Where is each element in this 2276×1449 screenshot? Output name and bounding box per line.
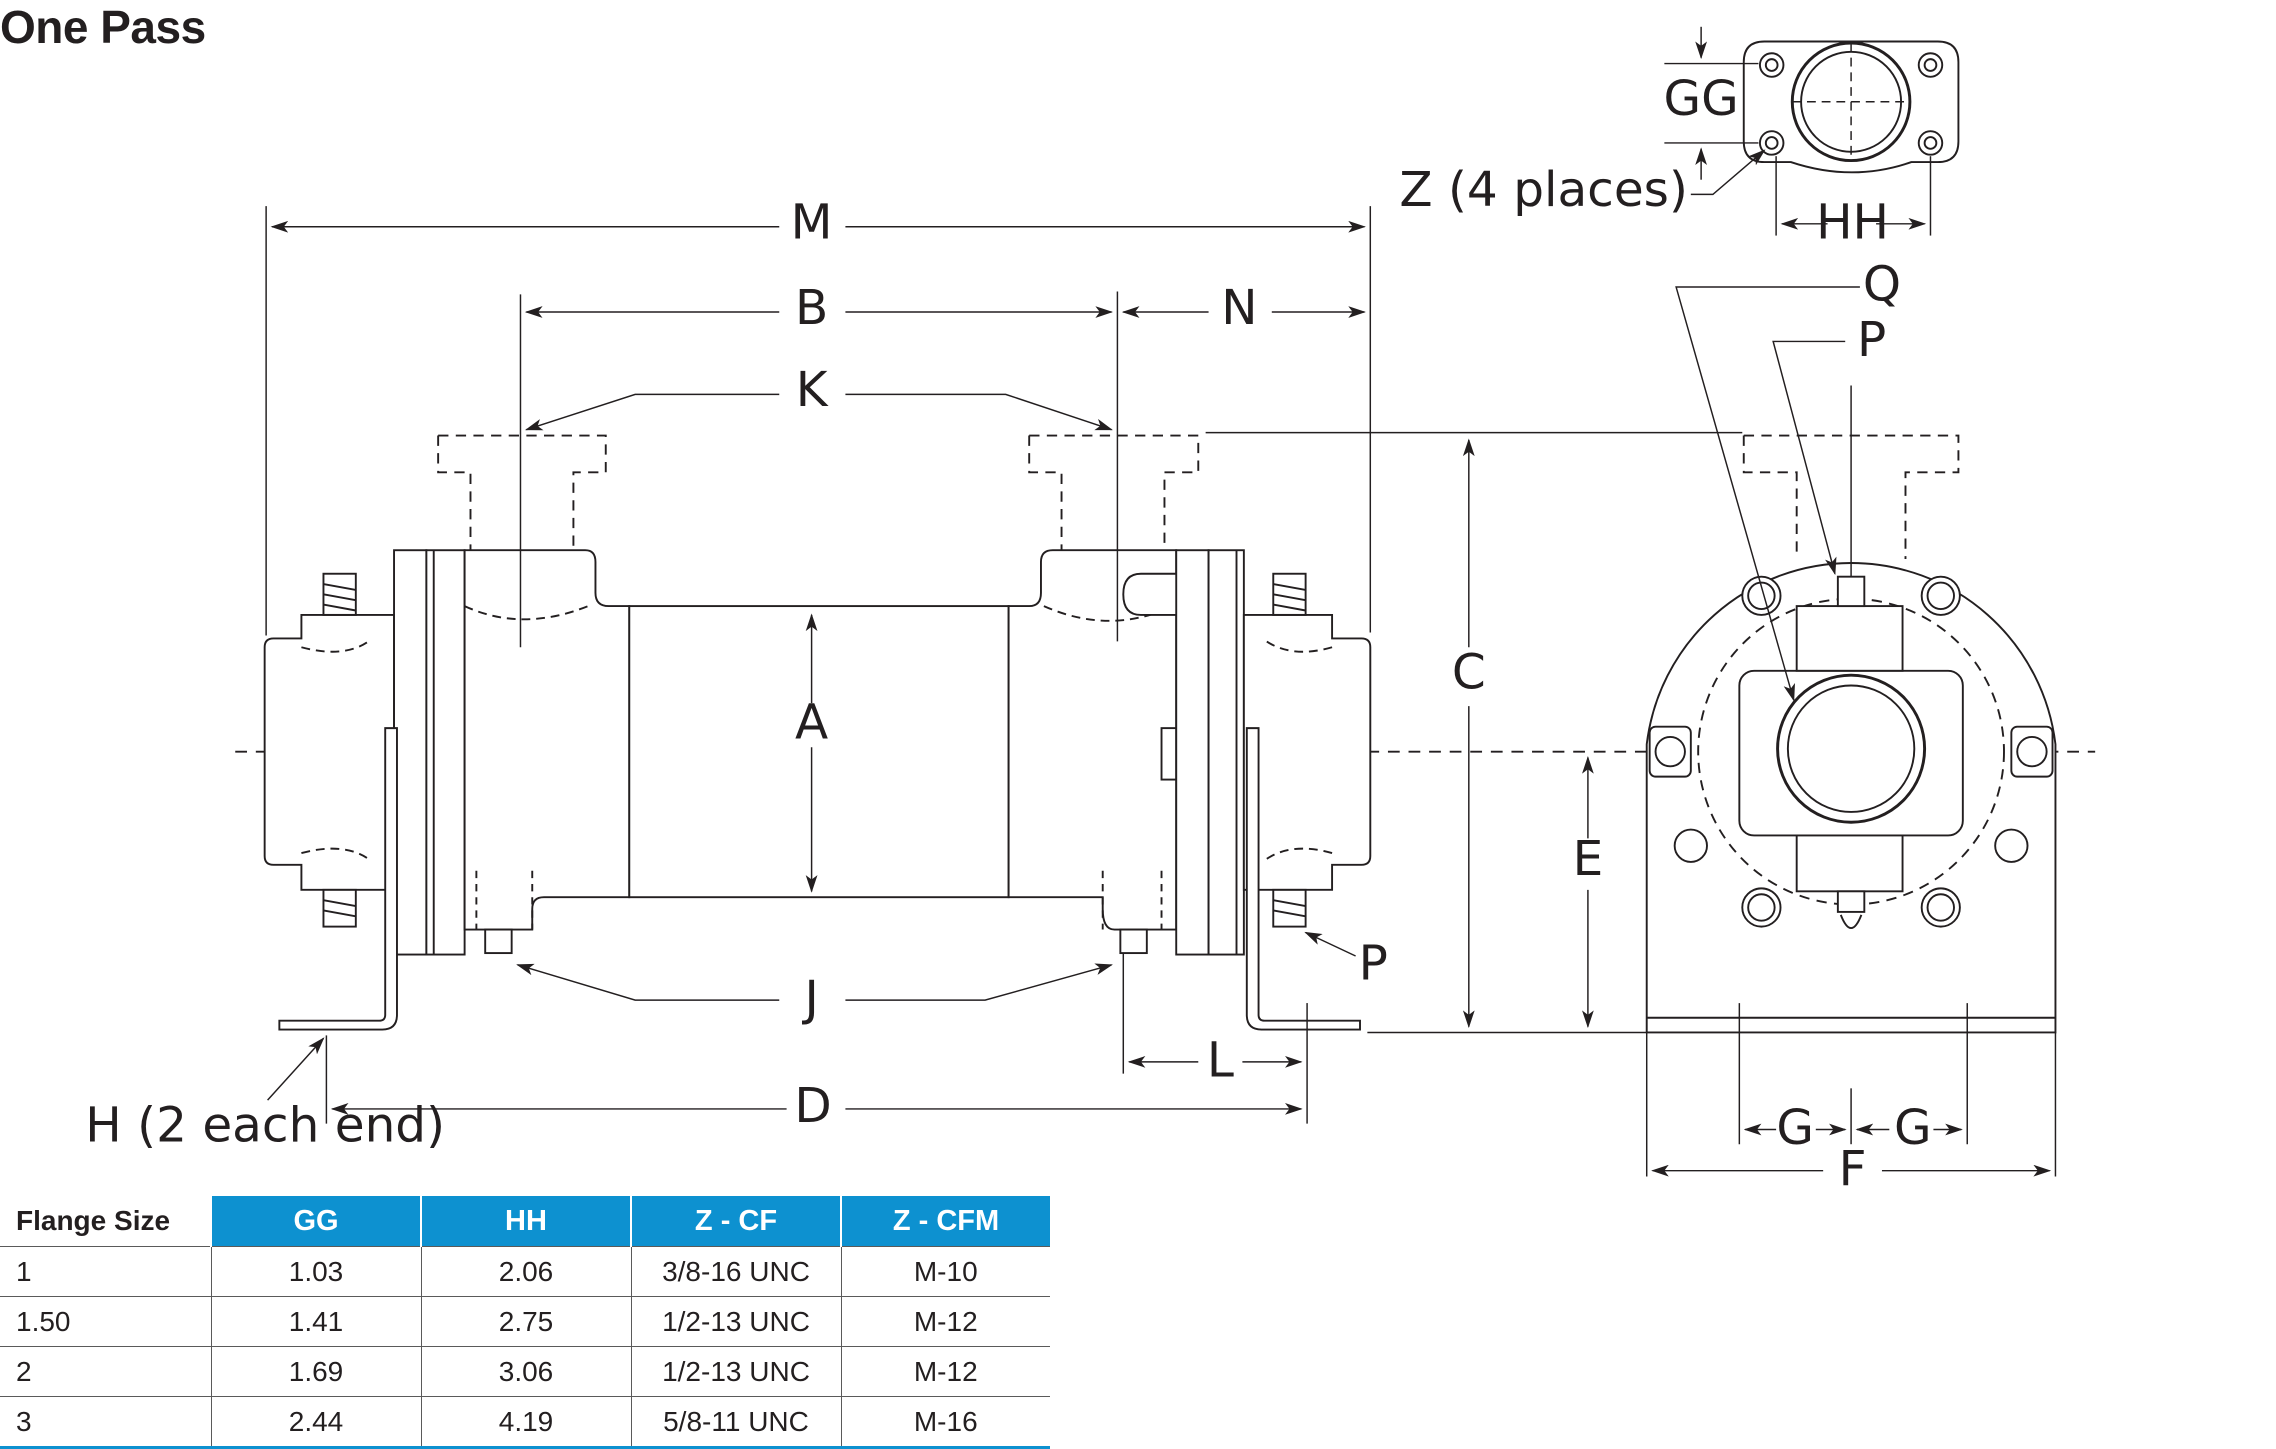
label-Q: Q <box>1863 256 1901 312</box>
label-C: C <box>1452 644 1486 700</box>
right-end-cap <box>1242 613 1372 891</box>
label-L: L <box>1207 1033 1234 1089</box>
cell-hh: 2.06 <box>420 1246 631 1297</box>
cell-z-cf: 1/2-13 UNC <box>630 1296 841 1347</box>
label-B: B <box>795 280 828 336</box>
cell-hh: 3.06 <box>420 1346 631 1397</box>
right-mounting-bracket <box>1245 727 1361 1031</box>
cell-z-cfm: M-12 <box>840 1296 1050 1347</box>
vent <box>1122 572 1177 616</box>
label-D: D <box>794 1078 831 1134</box>
end-view <box>1645 385 2057 1034</box>
label-E: E <box>1573 831 1604 887</box>
table-row: 2 1.69 3.06 1/2-13 UNC M-12 <box>0 1346 1050 1397</box>
label-K: K <box>796 362 829 418</box>
header-flange-size: Flange Size <box>0 1196 211 1247</box>
cell-flange-size: 1 <box>0 1246 211 1297</box>
side-dimensions <box>265 206 1743 1124</box>
shell <box>628 605 1010 899</box>
cell-hh: 2.75 <box>420 1296 631 1347</box>
header-gg: GG <box>210 1196 421 1247</box>
label-G-right: G <box>1894 1100 1932 1156</box>
bolt-holes <box>1673 575 2029 928</box>
flange-detail-dimensions <box>1664 26 1932 236</box>
heat-exchanger-drawing: M B N K A C E J L D P Q P GG HH Z (4 pla… <box>85 26 2096 1196</box>
flange-size-table: Flange Size GG HH Z - CF Z - CFM 1 1.03 … <box>0 1196 1050 1449</box>
cell-z-cf: 1/2-13 UNC <box>630 1346 841 1397</box>
header-z-cfm: Z - CFM <box>840 1196 1050 1247</box>
label-G-left: G <box>1776 1100 1814 1156</box>
label-GG: GG <box>1664 71 1739 127</box>
flange-detail <box>1742 40 1960 174</box>
cell-z-cfm: M-10 <box>840 1246 1050 1297</box>
table-header-row: Flange Size GG HH Z - CF Z - CFM <box>0 1196 1050 1247</box>
page-title: One Pass <box>0 1 206 53</box>
left-end-cap <box>263 613 395 891</box>
header-hh: HH <box>420 1196 631 1247</box>
end-dimensions <box>1645 286 2057 1177</box>
label-HH: HH <box>1816 195 1889 251</box>
left-bonnet <box>463 549 631 931</box>
cell-flange-size: 1.50 <box>0 1296 211 1347</box>
right-flange <box>1175 549 1210 956</box>
optional-nozzles <box>437 434 1200 551</box>
label-Z: Z (4 places) <box>1399 162 1688 218</box>
label-P-end: P <box>1857 312 1886 368</box>
cell-gg: 1.69 <box>210 1346 421 1397</box>
cell-gg: 1.03 <box>210 1246 421 1297</box>
label-A: A <box>795 694 828 750</box>
left-flange <box>393 549 428 956</box>
table-row: 1 1.03 2.06 3/8-16 UNC M-10 <box>0 1246 1050 1297</box>
label-J: J <box>801 971 818 1027</box>
label-N: N <box>1221 280 1257 336</box>
cell-z-cfm: M-12 <box>840 1346 1050 1397</box>
header-z-cf: Z - CF <box>630 1196 841 1247</box>
label-P-side: P <box>1359 936 1388 992</box>
cell-flange-size: 2 <box>0 1346 211 1397</box>
table-row: 1.50 1.41 2.75 1/2-13 UNC M-12 <box>0 1296 1050 1347</box>
right-bonnet <box>1007 549 1178 931</box>
side-view <box>235 434 2096 1031</box>
cell-gg: 1.41 <box>210 1296 421 1347</box>
label-M: M <box>791 195 833 251</box>
cell-z-cf: 3/8-16 UNC <box>630 1246 841 1297</box>
stud <box>322 888 357 928</box>
left-mounting-bracket <box>278 727 398 1031</box>
label-H: H (2 each end) <box>85 1097 445 1153</box>
label-F: F <box>1839 1141 1867 1196</box>
